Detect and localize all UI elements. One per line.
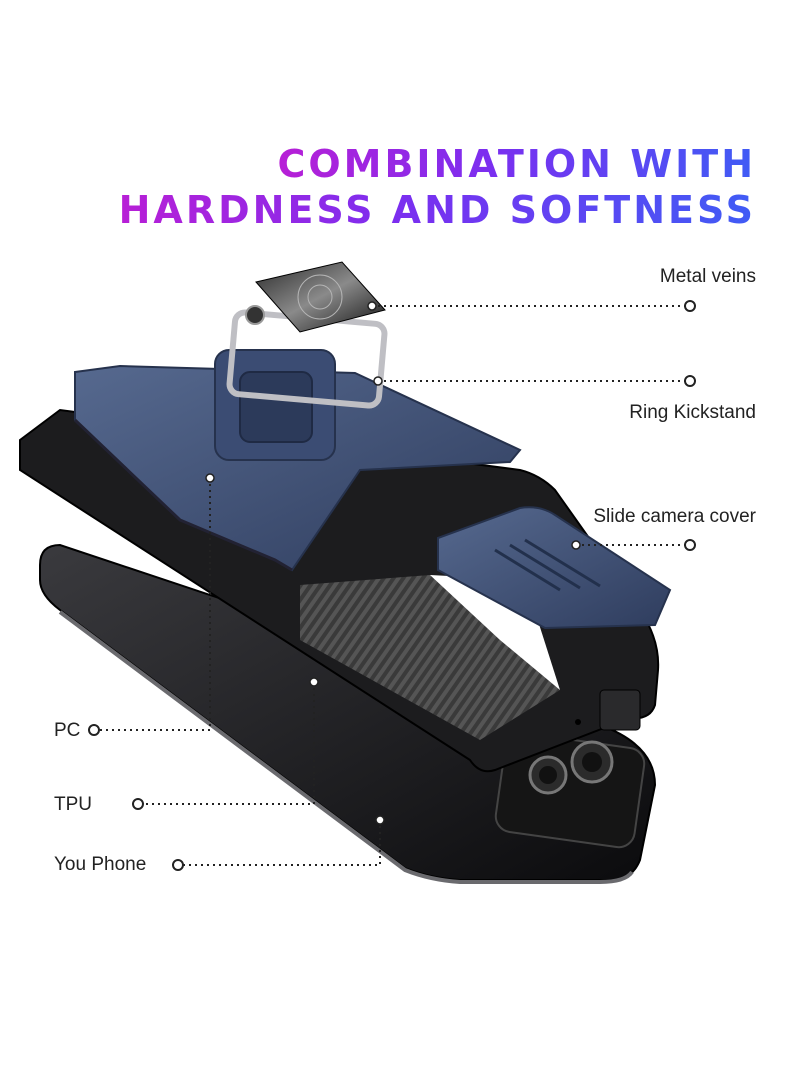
ring-kickstand: [214, 305, 388, 461]
label-pc: PC: [54, 720, 81, 741]
headline-line-1: COMBINATION WITH: [277, 142, 756, 186]
headline-line-2: HARDNESS AND SOFTNESS: [118, 188, 756, 232]
terminal-circles: [88, 300, 696, 871]
label-ring-kickstand: Ring Kickstand: [629, 402, 756, 423]
label-you-phone: You Phone: [54, 854, 147, 875]
metal-veins-plate: [255, 261, 386, 333]
leader-tpu: [142, 682, 315, 805]
label-tpu: TPU: [54, 794, 92, 815]
phone-body: [39, 543, 657, 884]
leader-pc: [98, 478, 211, 731]
leader-lines: [98, 305, 686, 866]
label-metal-veins: Metal veins: [659, 266, 756, 287]
label-slide-camera-cover: Slide camera cover: [593, 506, 756, 527]
slide-camera-cover: [437, 506, 672, 630]
anchor-dots: [205, 301, 581, 825]
